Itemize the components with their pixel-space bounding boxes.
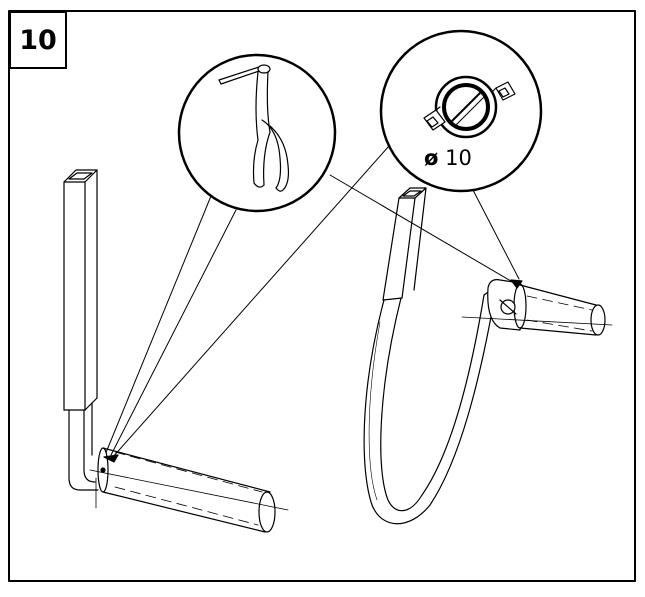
right-bent-tube xyxy=(363,187,517,525)
step-number: 10 xyxy=(19,24,57,56)
step-number-badge: 10 xyxy=(9,11,67,69)
leader-lines xyxy=(104,145,520,459)
magnified-pin-detail xyxy=(177,53,337,213)
magnified-bolt-section-detail xyxy=(379,29,543,193)
right-horizontal-tube xyxy=(461,279,613,336)
outer-frame xyxy=(8,10,636,582)
diameter-value: 10 xyxy=(445,146,472,170)
left-vertical-tube xyxy=(63,169,99,491)
left-horizontal-tube xyxy=(89,447,289,533)
diameter-callout: ø 10 xyxy=(424,148,472,169)
diameter-symbol: ø xyxy=(424,146,439,170)
